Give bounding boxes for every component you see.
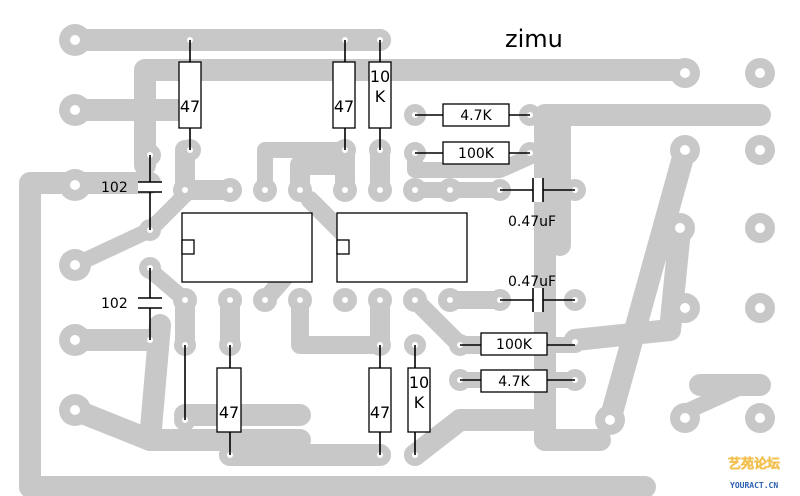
resistor-r1: 47	[178, 61, 202, 129]
r4-value: 4.7K	[460, 108, 492, 124]
resistor-r4: 4.7K	[442, 103, 510, 127]
ic-right	[336, 212, 468, 283]
resistor-r2: 47	[332, 61, 356, 129]
capacitor-c1: 102	[101, 180, 162, 196]
c2-value: 102	[101, 296, 128, 312]
diagram-title: zimu	[505, 25, 563, 53]
resistor-r9: 47	[368, 367, 392, 433]
resistor-r7: 4.7K	[480, 369, 548, 393]
watermark-line1: 艺苑论坛	[728, 456, 780, 472]
ic-left	[181, 212, 313, 283]
capacitor-c2: 102	[101, 296, 162, 312]
r8-value: 47	[219, 403, 239, 422]
copper-pads	[59, 24, 775, 466]
r1-value: 47	[180, 97, 200, 116]
c1-value: 102	[101, 180, 128, 196]
capacitor-c3: 0.47uF	[508, 178, 556, 230]
resistor-r8: 47	[216, 367, 242, 433]
c3-value: 0.47uF	[508, 214, 556, 230]
r9-value: 47	[370, 403, 390, 422]
c4-value: 0.47uF	[508, 274, 556, 290]
resistor-r5: 100K	[442, 141, 510, 165]
watermark-line2: YOURACT.CN	[730, 481, 778, 490]
r5-value: 100K	[458, 146, 495, 162]
resistor-r6: 100K	[480, 332, 548, 356]
watermark-logo: 艺苑论坛 YOURACT.CN	[728, 456, 781, 490]
r2-value: 47	[334, 97, 354, 116]
r6-value: 100K	[496, 337, 533, 353]
capacitor-c4: 0.47uF	[508, 274, 556, 312]
r7-value: 4.7K	[498, 374, 530, 390]
